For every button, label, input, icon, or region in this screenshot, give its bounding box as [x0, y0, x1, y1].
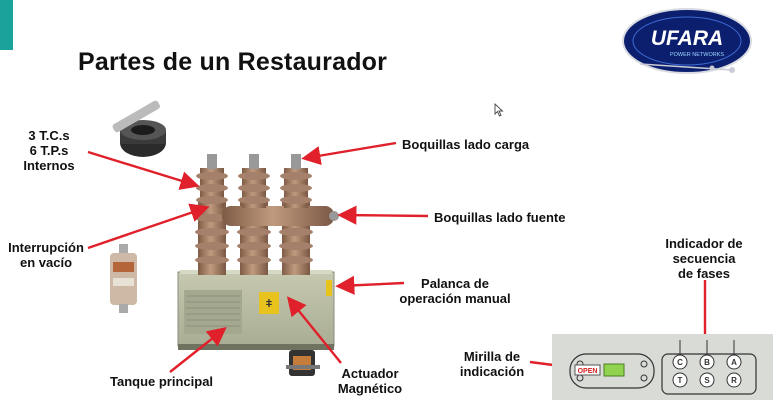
label-vacuum-interruption: Interrupción en vacío — [8, 240, 84, 270]
phase-r: R — [731, 376, 737, 385]
arrow-interruption — [87, 203, 210, 250]
accent-bar — [0, 0, 13, 50]
phase-c: C — [677, 358, 683, 367]
slide-title: Partes de un Restaurador — [78, 48, 388, 76]
ufara-logo: UFARA POWER NETWORKS — [622, 8, 752, 74]
arrow-lever — [335, 275, 405, 295]
mouse-cursor-icon — [494, 103, 504, 117]
label-sight-glass: Mirilla de indicación — [459, 349, 525, 379]
arrow-source-bushings — [337, 205, 429, 225]
svg-text:UFARA: UFARA — [651, 27, 723, 50]
phase-t: T — [678, 376, 683, 385]
arrow-main-tank — [169, 327, 227, 373]
arrow-load-bushings — [301, 141, 397, 166]
open-label: OPEN — [578, 368, 598, 375]
label-load-bushings: Boquillas lado carga — [402, 137, 530, 152]
label-transformers: 3 T.C.s 6 T.P.s Internos — [23, 128, 75, 173]
label-phase-indicator: Indicador de secuencia de fases — [665, 236, 743, 281]
current-transformer-image — [112, 100, 166, 157]
vacuum-interrupter-image — [110, 244, 137, 313]
label-magnetic-actuator: Actuador Magnético — [337, 366, 403, 396]
indicator-panel: OPEN C B A T S R — [552, 334, 773, 400]
recloser-image: ǂ — [177, 154, 339, 350]
arrow-actuator — [286, 296, 342, 364]
label-source-bushings: Boquillas lado fuente — [434, 210, 566, 225]
phase-s: S — [704, 376, 710, 385]
magnetic-actuator-image — [286, 350, 320, 376]
svg-text:POWER NETWORKS: POWER NETWORKS — [670, 52, 724, 58]
phase-a: A — [731, 358, 737, 367]
phase-b: B — [704, 358, 710, 367]
label-manual-lever: Palanca de operación manual — [399, 276, 511, 306]
svg-text:ǂ: ǂ — [266, 298, 272, 310]
label-main-tank: Tanque principal — [110, 374, 214, 389]
arrow-tc — [87, 150, 200, 190]
